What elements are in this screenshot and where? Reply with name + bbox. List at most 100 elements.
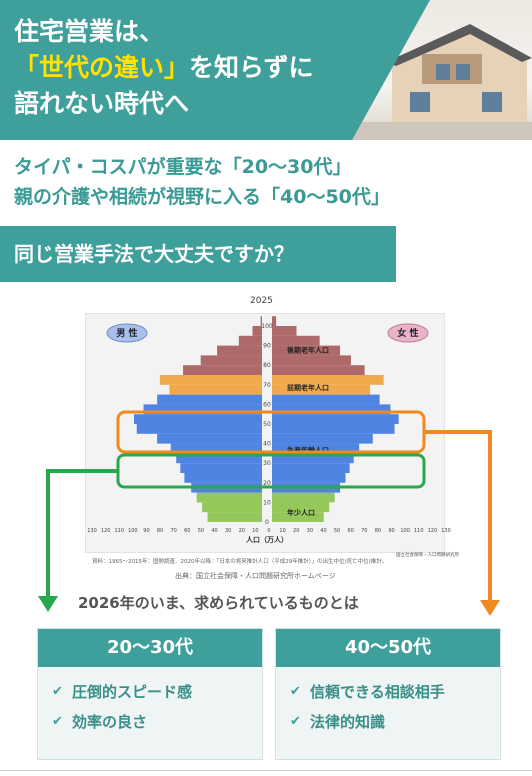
age-tick-label: 80	[263, 362, 271, 369]
subheading: タイパ・コスパが重要な「20〜30代」 親の介護や相続が視野に入る「40〜50代…	[14, 152, 390, 212]
x-tick-label: 100	[400, 528, 410, 534]
male-bar	[252, 326, 262, 336]
x-tick-label: 60	[184, 528, 190, 534]
check-icon: ✔	[52, 684, 63, 699]
x-tick-label: 120	[428, 528, 438, 534]
now-question: 2026年のいま、求められているものとは	[78, 594, 359, 612]
card-20-30: 20〜30代 ✔ 圧倒的スピード感 ✔効率の良さ	[37, 628, 263, 760]
female-bar	[272, 512, 324, 522]
house-illustration	[352, 24, 532, 140]
hero-line-3: 語れない時代へ	[14, 89, 190, 118]
female-bar	[272, 463, 350, 473]
age-tick-label: 90	[263, 343, 271, 350]
female-bar	[272, 414, 399, 424]
female-legend-label: 女 性	[397, 327, 418, 339]
age-tick-label: 30	[263, 460, 271, 467]
female-bar	[272, 404, 391, 415]
female-bar	[272, 375, 384, 385]
card-list: ✔ 圧倒的スピード感 ✔効率の良さ	[38, 667, 262, 737]
chart-publisher: 国立社会保障・人口問題研究所	[396, 551, 459, 558]
check-icon: ✔	[290, 714, 301, 729]
male-legend-pill	[106, 323, 148, 343]
hero-title: 住宅営業は、 「世代の違い」を知らずに 語れない時代へ	[14, 14, 314, 122]
male-bar	[184, 473, 262, 483]
x-axis-label: 人口（万人）	[246, 535, 288, 544]
male-bar	[207, 512, 262, 522]
age-tick-label: 50	[263, 421, 271, 428]
x-tick-label: 90	[388, 528, 394, 534]
male-bar	[157, 433, 262, 444]
age-tick-label: 60	[263, 401, 271, 408]
chart-annotation: 生産年齢人口	[287, 445, 329, 454]
x-tick-label: 80	[375, 528, 381, 534]
female-bar	[272, 384, 371, 395]
x-tick-label: 110	[414, 528, 424, 534]
x-tick-label: 50	[334, 528, 340, 534]
male-bar	[183, 365, 262, 375]
male-bar	[143, 404, 262, 415]
x-tick-label: 40	[320, 528, 326, 534]
list-item-label: 効率の良さ	[72, 713, 148, 731]
green-connector	[46, 469, 118, 596]
male-bar	[159, 375, 262, 385]
chart-source: 出典：国立社会保障・人口問題研究所ホームページ	[175, 572, 336, 580]
card-40-50: 40〜50代 ✔ 信頼できる相談相手 ✔ 法律的知識	[275, 628, 501, 760]
subheading-line-1: タイパ・コスパが重要な「20〜30代」	[14, 156, 352, 178]
male-bar	[238, 335, 262, 346]
list-item: ✔ 圧倒的スピード感	[52, 677, 262, 707]
female-legend-pill	[387, 323, 429, 343]
x-tick-label: 70	[171, 528, 177, 534]
hero-emphasis: 「世代の違い」	[14, 53, 190, 82]
card-title: 40〜50代	[276, 629, 500, 667]
x-tick-label: 30	[225, 528, 231, 534]
female-bar	[272, 326, 297, 336]
female-bar	[272, 394, 380, 405]
hero-line-1: 住宅営業は、	[14, 17, 165, 46]
x-tick-label: 50	[198, 528, 204, 534]
x-tick-label: 10	[252, 528, 258, 534]
female-bar	[272, 453, 354, 464]
male-bar	[202, 502, 262, 513]
female-bar	[272, 433, 373, 444]
chart-annotation: 前期老年人口	[287, 383, 329, 392]
x-tick-label: 70	[361, 528, 367, 534]
list-item-label: 信頼できる相談相手	[310, 683, 445, 701]
list-item-label: 圧倒的スピード感	[72, 683, 193, 701]
age-tick-label: 10	[263, 499, 271, 506]
female-bar	[272, 316, 277, 326]
x-tick-label: 0	[267, 528, 270, 534]
x-tick-label: 90	[143, 528, 149, 534]
x-tick-label: 20	[239, 528, 245, 534]
female-bar	[272, 443, 360, 454]
chart-annotation: 後期老年人口	[286, 346, 329, 355]
male-legend-label: 男 性	[116, 327, 137, 339]
x-tick-label: 130	[87, 528, 97, 534]
list-item: ✔効率の良さ	[52, 707, 262, 737]
female-bar	[272, 335, 320, 346]
green-arrowhead	[38, 596, 58, 612]
male-bar	[169, 384, 262, 395]
list-item: ✔ 法律的知識	[290, 707, 500, 737]
female-bar	[272, 473, 346, 483]
subheading-line-2: 親の介護や相続が視野に入る「40〜50代」	[14, 186, 390, 208]
x-tick-label: 30	[307, 528, 313, 534]
female-bar	[272, 492, 335, 503]
male-bar	[200, 355, 262, 366]
x-tick-label: 60	[348, 528, 354, 534]
x-tick-label: 120	[101, 528, 111, 534]
x-tick-label: 100	[128, 528, 138, 534]
female-bar	[272, 365, 365, 375]
hero-line-2-rest: を知らずに	[189, 53, 314, 82]
chart-notes: 資料：1965〜2015年：国勢調査、2020年以降：「日本の将来推計人口（平成…	[92, 559, 388, 565]
bottom-divider	[0, 770, 532, 771]
question-banner: 同じ営業手法で大丈夫ですか？	[0, 226, 396, 282]
age-tick-label: 100	[261, 323, 273, 330]
check-icon: ✔	[290, 684, 301, 699]
list-item-label: 法律的知識	[310, 713, 386, 731]
male-bar	[176, 453, 262, 464]
x-tick-label: 110	[114, 528, 124, 534]
card-title: 20〜30代	[38, 629, 262, 667]
x-tick-label: 20	[293, 528, 299, 534]
x-tick-label: 80	[157, 528, 163, 534]
